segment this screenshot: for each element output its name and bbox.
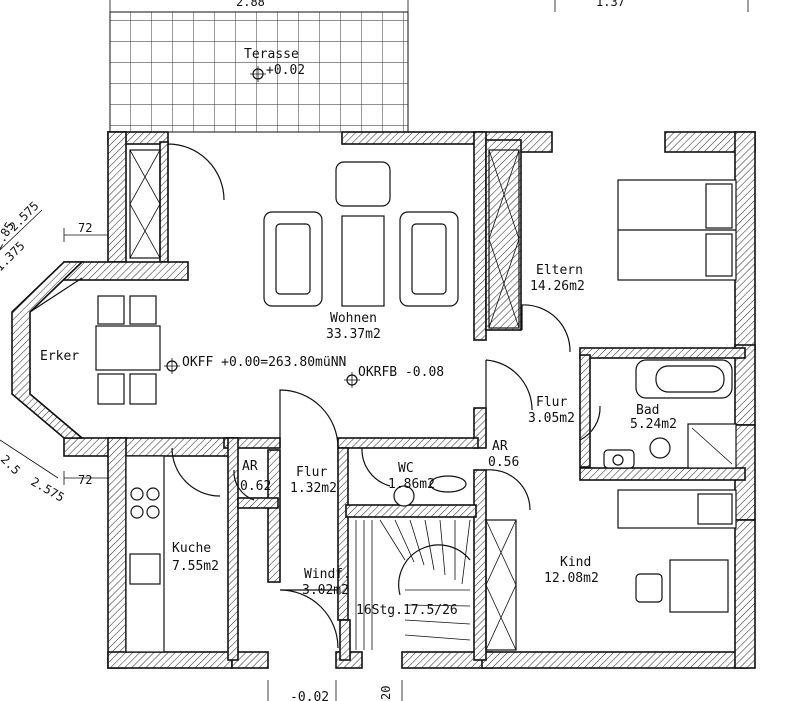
label-eltern-area: 14.26m2 bbox=[530, 279, 585, 294]
dim-288-top: 2.88 bbox=[236, 0, 265, 9]
wc-fixture bbox=[393, 475, 467, 507]
label-kind: Kind bbox=[560, 555, 591, 570]
bathroom-fixtures bbox=[603, 359, 737, 469]
room-labels: Terasse +0.02 Wohnen 33.37m2 Eltern 14.2… bbox=[40, 47, 677, 598]
bed-child bbox=[617, 489, 737, 613]
label-wc-area: 1.86m2 bbox=[388, 477, 435, 492]
stair-treads bbox=[355, 519, 471, 650]
doors bbox=[167, 143, 601, 649]
label-kuche: Kuche bbox=[172, 541, 211, 556]
dim-2575-bottom: 2.575 bbox=[29, 474, 67, 504]
label-ar-right-area: 0.56 bbox=[488, 455, 519, 470]
level-markers bbox=[164, 66, 360, 388]
dim-25: 2.5 bbox=[0, 452, 23, 477]
label-bad-area: 5.24m2 bbox=[630, 417, 677, 432]
label-flur-upper: Flur bbox=[536, 395, 567, 410]
wardrobe-crosses bbox=[129, 149, 520, 651]
label-windfang: Windf. bbox=[304, 567, 351, 582]
label-wohnen: Wohnen bbox=[330, 311, 377, 326]
label-terrace: Terasse bbox=[244, 47, 299, 62]
label-ar-right: AR bbox=[492, 439, 508, 454]
dim-20: 20 bbox=[379, 686, 393, 700]
label-ar-left-area: 0.62 bbox=[240, 479, 271, 494]
label-kind-area: 12.08m2 bbox=[544, 571, 599, 586]
okff-level: OKFF +0.00=263.80müNN bbox=[182, 355, 346, 370]
label-bad: Bad bbox=[636, 403, 659, 418]
label-ar-left: AR bbox=[242, 459, 258, 474]
label-wc: WC bbox=[398, 461, 414, 476]
living-furniture bbox=[263, 161, 459, 307]
bed-parents bbox=[617, 179, 737, 281]
interior-walls bbox=[223, 131, 746, 661]
dining-table bbox=[95, 295, 161, 405]
terrace bbox=[109, 0, 749, 133]
okrfb-level: OKRFB -0.08 bbox=[358, 365, 444, 380]
label-flur-lower-area: 1.32m2 bbox=[290, 481, 337, 496]
bottom-level: -0.02 bbox=[290, 690, 329, 701]
kitchen-counter bbox=[125, 455, 165, 653]
label-wohnen-area: 33.37m2 bbox=[326, 327, 381, 342]
stair-info: 16Stg.17.5/26 bbox=[356, 603, 458, 618]
dim-72-top: 72 bbox=[78, 221, 92, 235]
label-eltern: Eltern bbox=[536, 263, 583, 278]
dim-72-bottom: 72 bbox=[78, 473, 92, 487]
label-flur-upper-area: 3.05m2 bbox=[528, 411, 575, 426]
label-terrace-level: +0.02 bbox=[266, 63, 305, 78]
label-erker: Erker bbox=[40, 349, 79, 364]
label-flur-lower: Flur bbox=[296, 465, 327, 480]
label-kuche-area: 7.55m2 bbox=[172, 559, 219, 574]
bay-window bbox=[11, 261, 85, 439]
dimension-lines bbox=[0, 209, 403, 701]
dim-137-top: 1.37 bbox=[596, 0, 625, 9]
label-windfang-area: 3.02m2 bbox=[302, 583, 349, 598]
